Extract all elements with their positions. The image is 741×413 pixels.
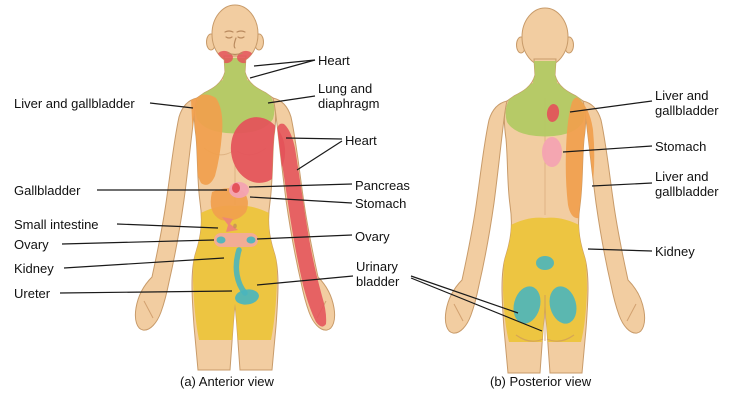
anterior-heart-arm-region xyxy=(277,123,327,327)
leader-line xyxy=(267,95,316,104)
anterior-ureter-marker xyxy=(233,247,248,296)
label-anterior-ureter: Ureter xyxy=(14,286,51,301)
leader-line xyxy=(562,145,653,153)
label-anterior-liver-gallbladder: Liver and gallbladder xyxy=(14,96,135,111)
anterior-ovary-marker-right xyxy=(246,236,256,244)
leader-line xyxy=(410,277,543,332)
anterior-ovary-marker-left xyxy=(216,236,226,244)
leader-line xyxy=(249,59,316,79)
leader-line xyxy=(116,223,219,229)
anterior-figure xyxy=(135,5,334,370)
anterior-navel xyxy=(233,223,237,229)
caption-anterior-view: (a) Anterior view xyxy=(180,374,274,389)
leader-line xyxy=(249,196,353,204)
label-posterior-liver-gallbladder-lower: Liver and gallbladder xyxy=(655,169,719,199)
anterior-liver-gallbladder-region xyxy=(191,94,223,185)
label-anterior-kidney: Kidney xyxy=(14,261,54,276)
anterior-face-features xyxy=(224,30,246,56)
anterior-pelvic-pink-band xyxy=(214,233,258,247)
label-urinary-bladder: Urinary bladder xyxy=(356,259,400,289)
anterior-gallbladder-marker xyxy=(232,183,240,193)
label-posterior-stomach: Stomach xyxy=(655,139,707,154)
posterior-bladder-region-right xyxy=(549,286,577,324)
anterior-heart-chest-region xyxy=(230,117,286,183)
label-heart-chest: Heart xyxy=(345,133,377,148)
leader-line xyxy=(59,290,233,294)
leader-line xyxy=(569,100,653,113)
leader-line xyxy=(253,59,316,67)
label-posterior-liver-gallbladder-upper: Liver and gallbladder xyxy=(655,88,719,118)
leader-line xyxy=(63,257,225,269)
posterior-lung-diaphragm-region xyxy=(505,61,585,137)
posterior-stomach-region xyxy=(542,137,562,167)
label-anterior-small-intestine: Small intestine xyxy=(14,217,99,232)
label-anterior-gallbladder: Gallbladder xyxy=(14,183,81,198)
leader-line xyxy=(61,239,215,245)
leader-lines xyxy=(59,59,653,332)
label-lung-diaphragm: Lung and diaphragm xyxy=(318,81,380,111)
label-heart-jaw: Heart xyxy=(318,53,350,68)
posterior-buttock-creases xyxy=(515,295,575,342)
leader-line xyxy=(587,248,653,252)
label-anterior-ovary-left: Ovary xyxy=(14,237,49,252)
posterior-bladder-region-left xyxy=(513,286,541,324)
leader-line xyxy=(296,140,343,171)
label-posterior-kidney: Kidney xyxy=(655,244,695,259)
posterior-heart-marker xyxy=(546,104,560,122)
label-ovary-right: Ovary xyxy=(355,229,390,244)
leader-line xyxy=(285,137,343,140)
posterior-bladder-marker-top xyxy=(536,256,554,270)
caption-posterior-view: (b) Posterior view xyxy=(490,374,592,389)
posterior-figure xyxy=(445,8,644,373)
leader-line xyxy=(248,183,353,188)
label-stomach: Stomach xyxy=(355,196,407,211)
leader-line xyxy=(591,182,653,187)
anterior-small-intestine-marker xyxy=(222,217,238,232)
leader-line xyxy=(256,275,354,286)
label-pancreas: Pancreas xyxy=(355,178,410,193)
anterior-urinary-bladder-region xyxy=(235,289,259,305)
leader-line xyxy=(410,275,519,314)
leader-line xyxy=(149,102,194,109)
leader-line xyxy=(256,234,353,240)
